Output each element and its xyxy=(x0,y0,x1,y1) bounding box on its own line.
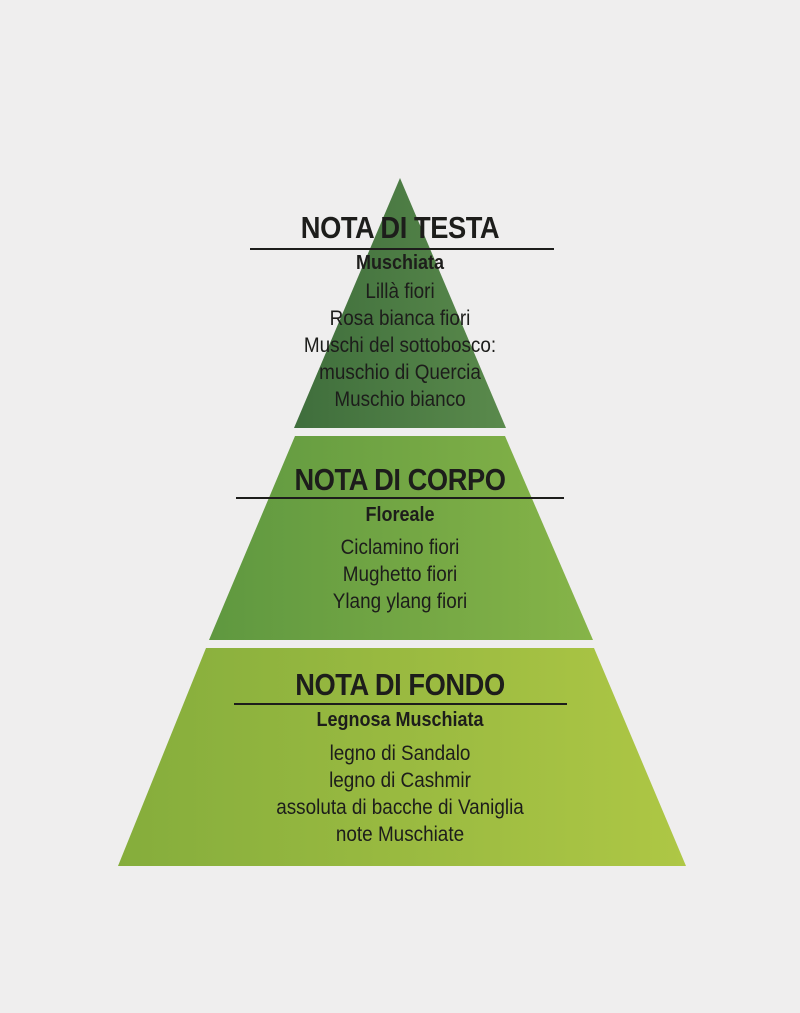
tier-bottom-subtitle: Legnosa Muschiata xyxy=(316,709,484,731)
tier-top-title: NOTA DI TESTA xyxy=(300,210,500,245)
tier-bottom-divider xyxy=(234,703,567,705)
tier-middle: NOTA DI CORPO Floreale Ciclamino fiori M… xyxy=(0,463,800,615)
list-item: Lillà fiori xyxy=(365,280,435,303)
list-item: note Muschiate xyxy=(335,823,465,846)
pyramid-tier-bottom xyxy=(118,648,686,866)
list-item: Muschio bianco xyxy=(334,388,466,411)
list-item: Rosa bianca fiori xyxy=(329,307,471,330)
pyramid-tier-top xyxy=(294,178,506,428)
tier-middle-subtitle: Floreale xyxy=(365,504,435,526)
tier-middle-title: NOTA DI CORPO xyxy=(294,462,506,497)
pyramid-tier-middle xyxy=(209,436,593,640)
tier-top: NOTA DI TESTA Muschiata Lillà fiori Rosa… xyxy=(0,211,800,413)
tier-bottom: NOTA DI FONDO Legnosa Muschiata legno di… xyxy=(0,668,800,848)
list-item: muschio di Quercia xyxy=(319,361,481,384)
tier-top-divider xyxy=(250,248,554,250)
tier-middle-list: Ciclamino fiori Mughetto fiori Ylang yla… xyxy=(0,534,800,615)
list-item: Ciclamino fiori xyxy=(340,536,460,559)
tier-top-subtitle: Muschiata xyxy=(355,252,445,274)
tier-bottom-list: legno di Sandalo legno di Cashmir assolu… xyxy=(0,740,800,848)
tier-top-list: Lillà fiori Rosa bianca fiori Muschi del… xyxy=(0,278,800,413)
tier-bottom-title: NOTA DI FONDO xyxy=(295,667,505,702)
list-item: Mughetto fiori xyxy=(342,563,458,586)
list-item: legno di Sandalo xyxy=(329,742,471,765)
list-item: assoluta di bacche di Vaniglia xyxy=(276,796,524,819)
list-item: legno di Cashmir xyxy=(329,769,471,792)
tier-middle-divider xyxy=(236,497,564,499)
list-item: Muschi del sottobosco: xyxy=(303,334,497,357)
list-item: Ylang ylang fiori xyxy=(332,590,468,613)
